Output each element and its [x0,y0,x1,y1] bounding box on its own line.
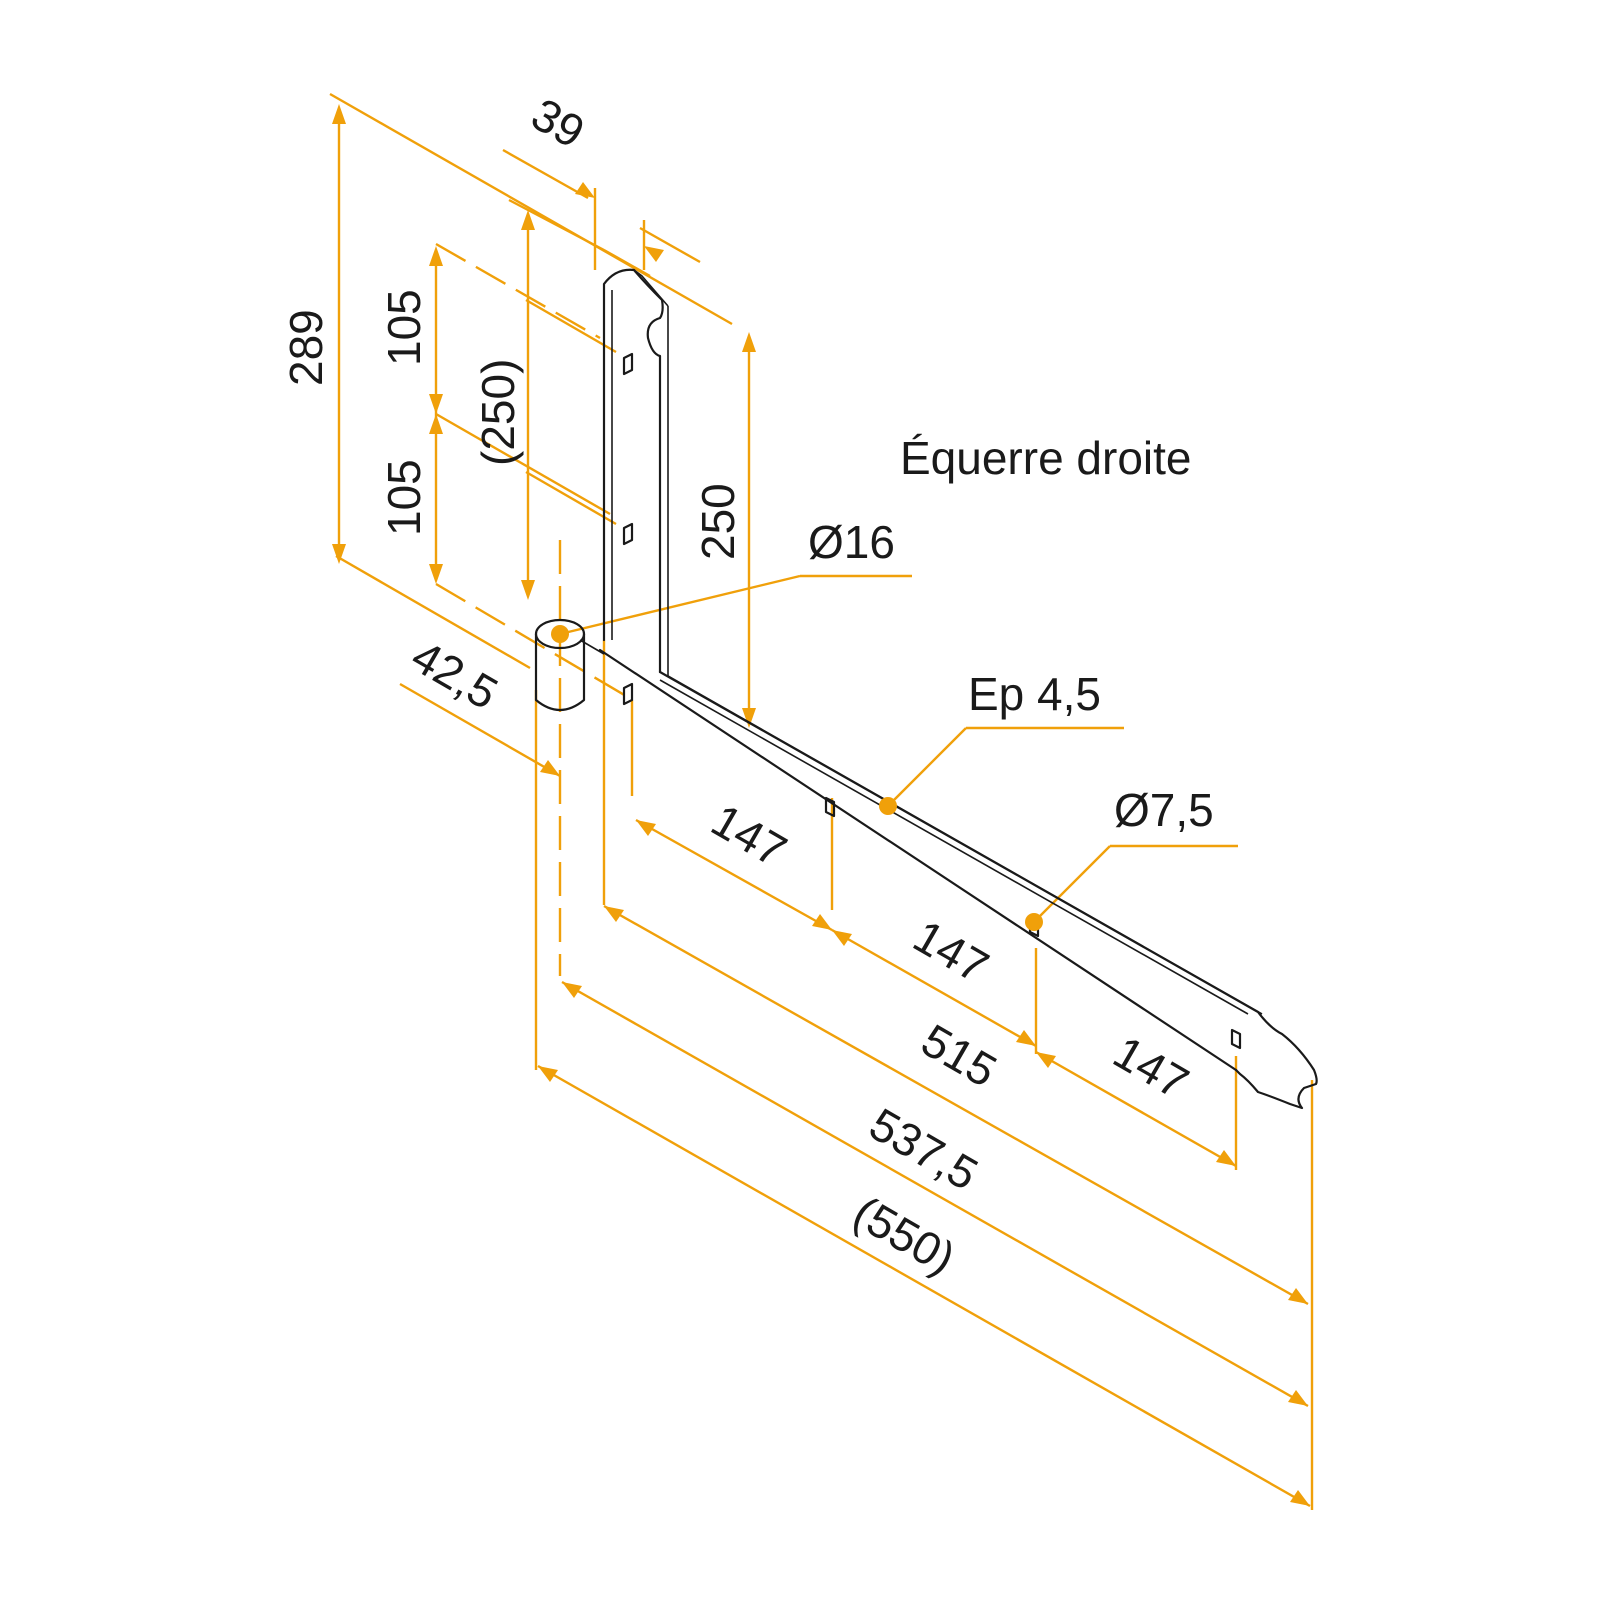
dim-height-total: 289 [280,309,332,386]
dim-hole-diameter: Ø7,5 [1114,784,1214,836]
dim-vertical-ref: (250) [472,359,524,466]
labels: Équerre droite 289 39 105 105 (250) 250 … [280,88,1214,1285]
dim-flange-width: 39 [523,88,593,159]
dimension-arrows [332,104,1310,1506]
dim-vertical-length: 250 [692,483,744,560]
thickness-leader-dot [879,797,897,815]
pin-leader-dot [551,625,569,643]
dim-thickness: Ep 4,5 [968,668,1101,720]
dim-hole-spacing-upper: 105 [378,289,430,366]
leader-dots [551,625,1043,931]
dim-length-515: 515 [913,1014,1005,1097]
dim-hole-spacing-lower: 105 [378,459,430,536]
drawing-title: Équerre droite [900,432,1192,484]
hole-leader-dot [1025,913,1043,931]
dim-pin-diameter: Ø16 [808,516,895,568]
dim-pin-offset: 42,5 [403,630,507,720]
dim-hole-spacing-3: 147 [1105,1026,1197,1109]
bracket-part [534,268,1318,1110]
dimension-lines [329,92,1314,1510]
